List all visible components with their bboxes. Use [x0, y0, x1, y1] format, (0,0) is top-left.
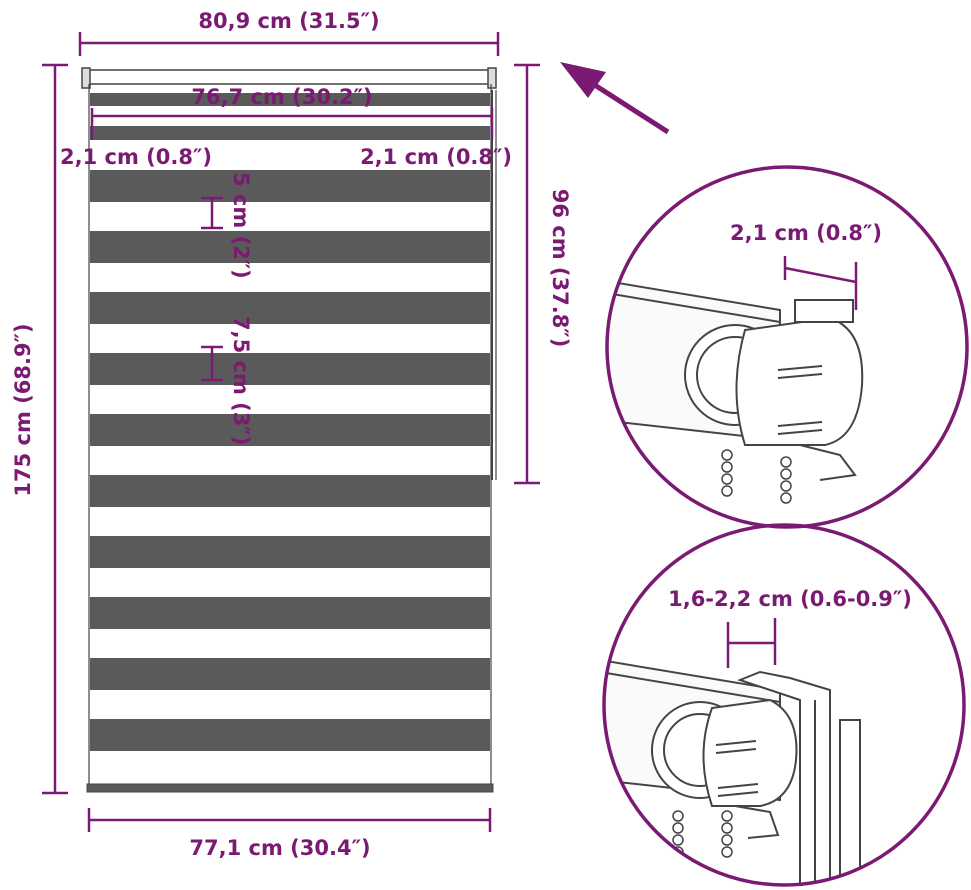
detail-bracket-label: 2,1 cm (0.8″) — [730, 221, 882, 245]
dimension-lines — [42, 32, 540, 832]
dark-stripe — [90, 658, 490, 690]
bead-chain-icon — [721, 449, 792, 504]
dark-stripe — [90, 93, 490, 106]
fabric-width-label: 76,7 cm (30.2″) — [191, 85, 372, 109]
blind-frame — [81, 67, 497, 793]
dark-stripe — [90, 475, 490, 507]
blind-stripes — [90, 93, 490, 751]
total-width-label: 80,9 cm (31.5″) — [198, 9, 379, 33]
zoom-circle-icon — [605, 165, 969, 529]
arrow-icon — [560, 62, 670, 135]
bead-chain-icon — [672, 810, 733, 858]
bead-chain-icon — [491, 90, 497, 480]
dark-stripe — [90, 353, 490, 385]
detail-clearance-label: 1,6-2,2 cm (0.6-0.9″) — [668, 587, 912, 611]
dark-stripe — [90, 170, 490, 202]
dark-stripe — [90, 292, 490, 324]
dark-stripe — [90, 414, 490, 446]
zoom-circle-icon — [602, 523, 966, 887]
bracket-right-label: 2,1 cm (0.8″) — [360, 145, 512, 169]
chain-length-label: 96 cm (37.8″) — [548, 189, 572, 348]
dark-stripe — [90, 126, 490, 140]
bottom-width-label: 77,1 cm (30.4″) — [189, 836, 370, 860]
drop-height-label: 175 cm (68.9″) — [11, 323, 35, 496]
bracket-left-label: 2,1 cm (0.8″) — [60, 145, 212, 169]
dark-stripe-label: 5 cm (2″) — [229, 172, 253, 279]
dark-stripe — [90, 719, 490, 751]
dark-stripe — [90, 597, 490, 629]
dark-stripe — [90, 231, 490, 263]
light-stripe-label: 7,5 cm (3″) — [229, 316, 253, 445]
dark-stripe — [90, 536, 490, 568]
